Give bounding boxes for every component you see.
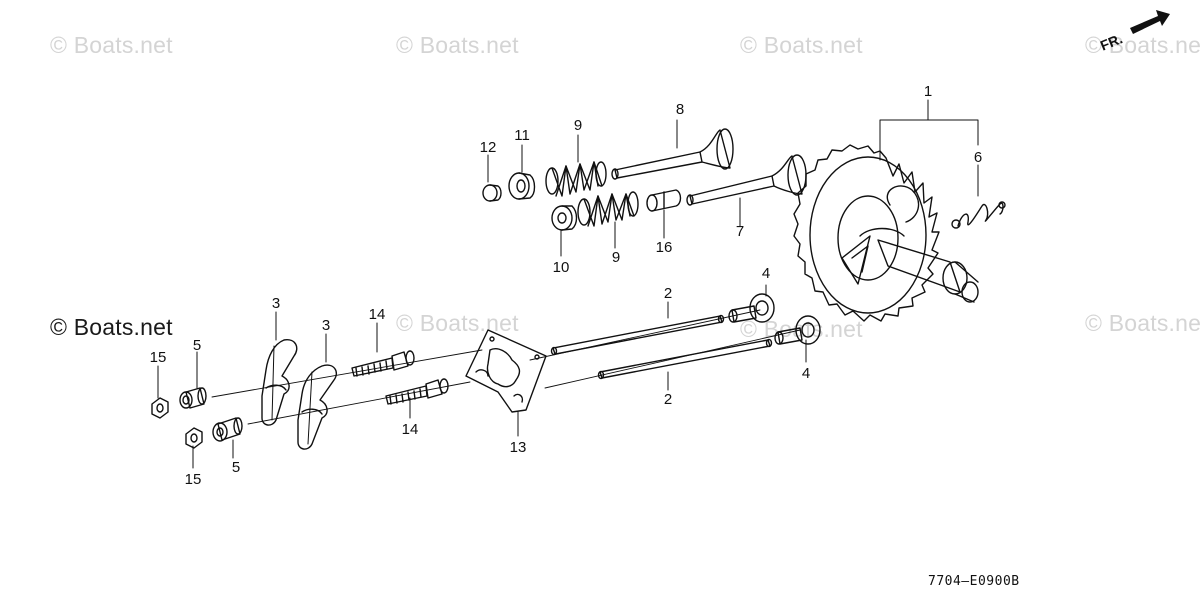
callout-5: 5 [231, 459, 241, 476]
callout-15: 15 [149, 349, 167, 366]
callout-3: 3 [321, 317, 331, 334]
callout-4: 4 [801, 365, 811, 382]
callout-3: 3 [271, 295, 281, 312]
watermark: © Boats.net [740, 32, 863, 58]
callout-8: 8 [675, 101, 685, 118]
leader-lines [157, 99, 979, 469]
callout-5: 5 [192, 337, 202, 354]
lock-nut-lower [185, 427, 203, 449]
callout-16: 16 [655, 239, 673, 256]
callout-12: 12 [479, 139, 497, 156]
watermark: © Boats.net [1085, 310, 1200, 336]
rocker-pivot-lower [212, 417, 243, 442]
push-rods [550, 314, 773, 380]
watermark: © Boats.net [396, 310, 519, 336]
callout-9: 9 [573, 117, 583, 134]
valve-spring-upper [545, 161, 607, 197]
exhaust-valve [686, 154, 807, 206]
callout-14: 14 [401, 421, 419, 438]
watermark: © Boats.net [1085, 32, 1200, 58]
callout-1: 1 [923, 83, 933, 100]
callout-6: 6 [973, 149, 983, 166]
rocker-arm-lower [297, 364, 338, 450]
callout-7: 7 [735, 223, 745, 240]
callout-15: 15 [184, 471, 202, 488]
watermark: © Boats.net [50, 314, 173, 340]
callout-13: 13 [509, 439, 527, 456]
diagram-code: 7704—E0900B [928, 574, 1020, 589]
rocker-pivot-bolt-lower [385, 378, 449, 405]
callout-4: 4 [761, 265, 771, 282]
watermark: © Boats.net [50, 32, 173, 58]
valve-retainer-lower [551, 205, 578, 231]
rocker-pivot-bolt-upper [351, 350, 415, 377]
camshaft-gear [793, 144, 979, 322]
rocker-arm-upper [261, 339, 298, 426]
lock-nut-upper [151, 397, 169, 419]
valve-stem-seal [646, 189, 682, 212]
valve-retainer-upper [508, 172, 536, 200]
callout-2: 2 [663, 391, 673, 408]
callout-2: 2 [663, 285, 673, 302]
push-rod-guide-plate [465, 329, 547, 413]
rocker-pivot-upper [179, 387, 207, 409]
intake-valve [611, 128, 734, 180]
watermark: © Boats.net [396, 32, 519, 58]
valve-spring-lower [577, 191, 639, 227]
front-direction-arrow-icon [1130, 10, 1170, 34]
callout-11: 11 [514, 127, 530, 144]
callout-14: 14 [368, 306, 386, 323]
callout-9: 9 [611, 249, 621, 266]
valve-cap [482, 184, 502, 202]
tappet-lower [774, 315, 821, 345]
decompressor-spring [951, 201, 1006, 229]
callout-10: 10 [552, 259, 570, 276]
tappet-upper [728, 293, 775, 323]
